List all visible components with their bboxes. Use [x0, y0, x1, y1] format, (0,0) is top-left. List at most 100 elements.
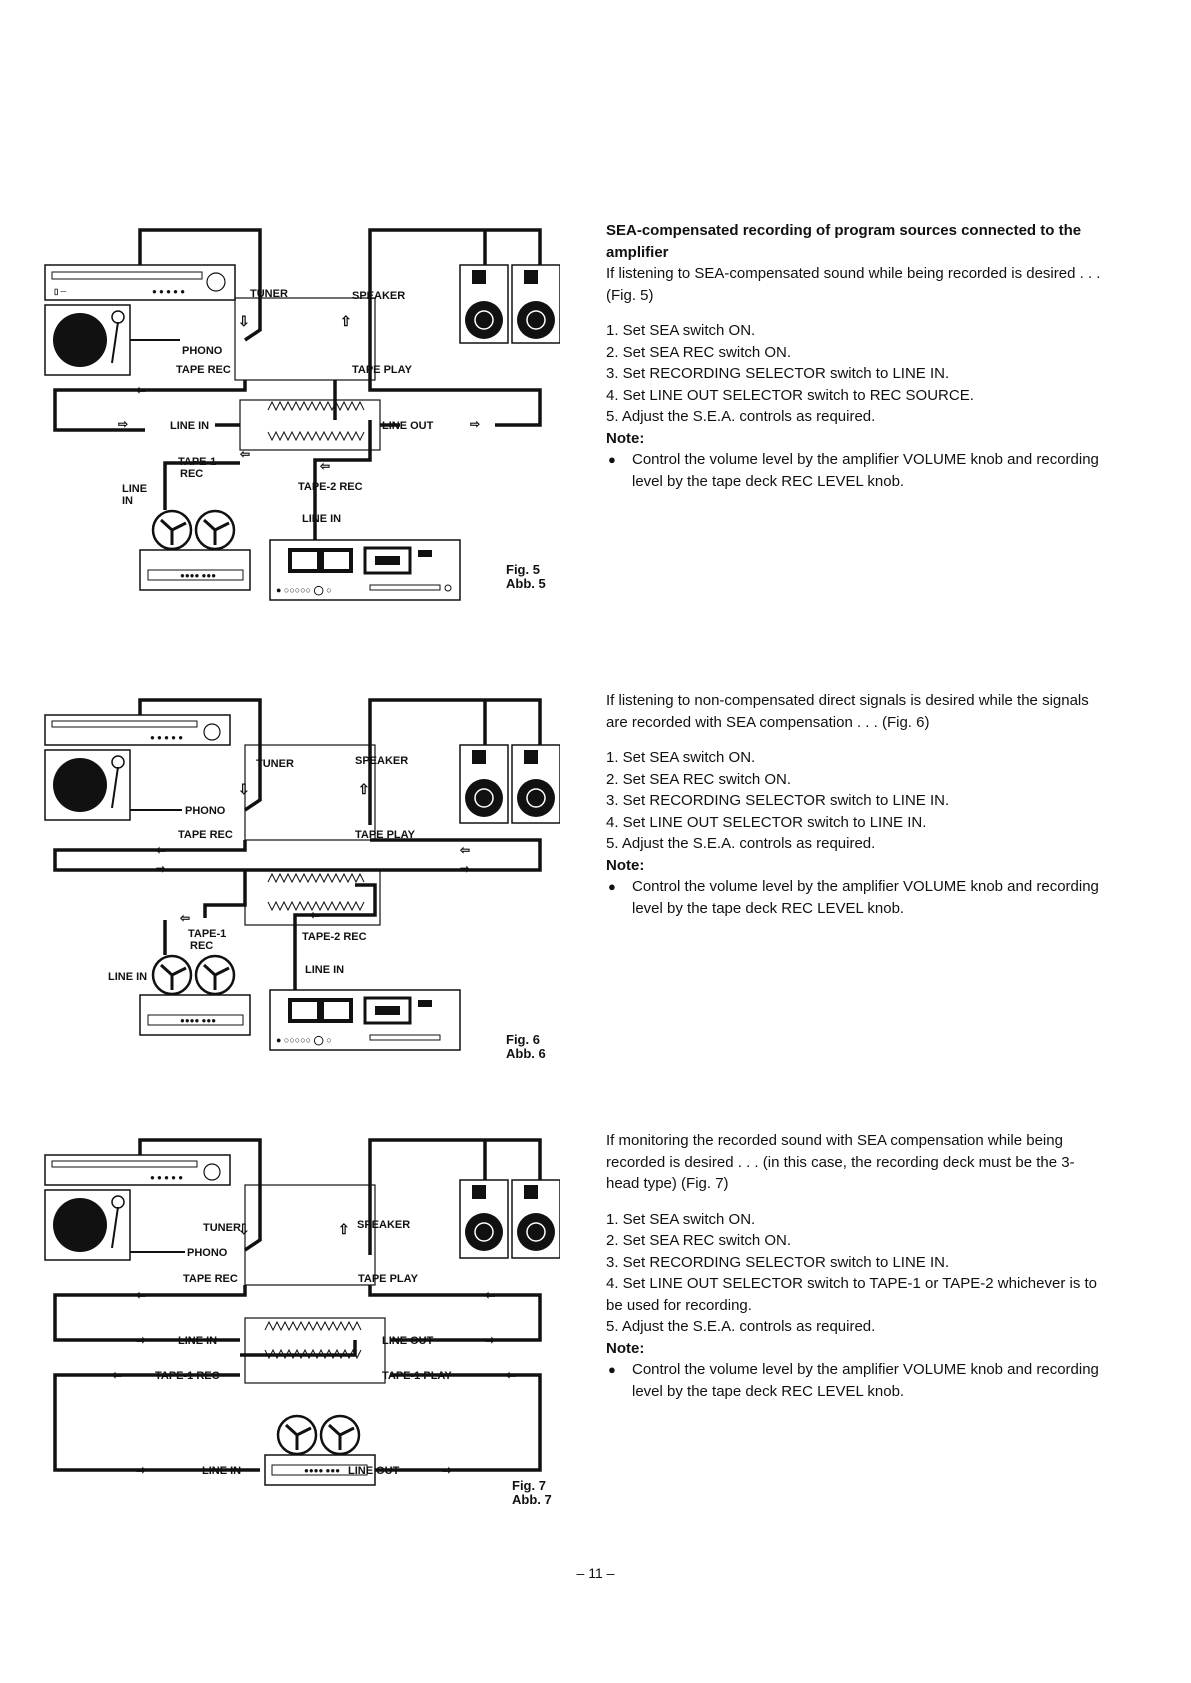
svg-text:⇨: ⇨: [136, 1463, 146, 1477]
figure-6-diagram: ● ● ● ● ● ●●●● ●●● ● ○○○○○ ◯ ○: [40, 690, 560, 1100]
label-tape1-rec-b: REC: [180, 468, 203, 480]
svg-text:● ○○○○○ ◯ ○: ● ○○○○○ ◯ ○: [276, 585, 332, 596]
step-item: 3. Set RECORDING SELECTOR switch to LINE…: [606, 1253, 950, 1271]
label-tape1-rec-a: TAPE-1: [188, 928, 226, 940]
figure-number: Fig. 5: [506, 562, 540, 577]
figure-number: Fig. 6: [506, 1032, 540, 1047]
speaker-left-icon: [459, 1179, 509, 1259]
svg-text:⇩: ⇩: [238, 1221, 250, 1237]
label-deck-line: LINE: [122, 483, 147, 495]
sea-curve-icon: [267, 400, 365, 412]
figure-number-german: Abb. 6: [506, 1046, 546, 1061]
svg-text:⇦: ⇦: [484, 1288, 495, 1302]
svg-text:⇨: ⇨: [442, 1463, 452, 1477]
sea-curve-icon: [267, 430, 365, 442]
label-speaker: SPEAKER: [357, 1219, 410, 1231]
figure-number: Fig. 7: [512, 1478, 546, 1493]
label-line-out: LINE OUT: [382, 420, 434, 432]
step-item: 4. Set LINE OUT SELECTOR switch to TAPE-…: [606, 1275, 1098, 1314]
label-cassette-line-in: LINE IN: [305, 964, 344, 976]
tuner-icon: ● ● ● ● ●: [44, 714, 231, 746]
svg-text:⇦: ⇦: [239, 447, 250, 461]
speaker-right-icon: [511, 744, 560, 824]
note-label: Note:: [606, 856, 645, 874]
sea-curve-icon: [264, 1348, 362, 1360]
svg-text:⇦: ⇦: [111, 1368, 122, 1382]
speaker-right-icon: [511, 264, 560, 344]
svg-text:⇨: ⇨: [136, 1333, 146, 1347]
step-item: 3. Set RECORDING SELECTOR switch to LINE…: [606, 792, 950, 809]
step-item: 5. Adjust the S.E.A. controls as require…: [606, 408, 876, 425]
sea-curve-icon: [267, 900, 365, 912]
step-item: 5. Adjust the S.E.A. controls as require…: [606, 835, 876, 852]
svg-text:● ● ● ● ●: ● ● ● ● ●: [152, 287, 185, 296]
svg-text:⇩: ⇩: [238, 313, 250, 329]
svg-text:⇦: ⇦: [155, 843, 166, 857]
speaker-right-icon: [511, 1179, 560, 1259]
svg-text:⇦: ⇦: [135, 383, 146, 397]
label-tape1-rec: TAPE-1 REC: [155, 1370, 220, 1382]
svg-text:●●●● ●●●: ●●●● ●●●: [180, 571, 216, 580]
sea-curve-icon: [267, 872, 365, 884]
svg-text:⇨: ⇨: [460, 862, 470, 876]
label-tuner: TUNER: [256, 758, 294, 770]
sea-curve-icon: [264, 1320, 362, 1332]
label-line-in: LINE IN: [170, 420, 209, 432]
label-deck-line-out: LINE OUT: [348, 1465, 400, 1477]
label-tape-play: TAPE PLAY: [352, 364, 413, 376]
speaker-left-icon: [459, 744, 509, 824]
svg-text:⇧: ⇧: [358, 781, 370, 797]
section-intro: If listening to non-compensated direct s…: [606, 692, 1089, 731]
steps-list: 1. Set SEA switch ON. 2. Set SEA REC swi…: [606, 1209, 1104, 1338]
steps-list: 1. Set SEA switch ON. 2. Set SEA REC swi…: [606, 320, 1104, 428]
svg-text:● ● ● ● ●: ● ● ● ● ●: [150, 1173, 183, 1182]
label-tape1-rec-a: TAPE-1: [178, 456, 216, 468]
section-fig5-instructions: SEA-compensated recording of program sou…: [606, 220, 1104, 492]
turntable-icon: [44, 749, 131, 821]
section-fig7-instructions: If monitoring the recorded sound with SE…: [606, 1130, 1104, 1402]
figure-number-german: Abb. 5: [506, 576, 546, 591]
label-deck-line-in: LINE IN: [108, 971, 147, 983]
label-line-in: LINE IN: [178, 1335, 217, 1347]
svg-text:⇨: ⇨: [118, 417, 128, 431]
label-tape2-rec: TAPE-2 REC: [302, 931, 367, 943]
svg-text:●●●● ●●●: ●●●● ●●●: [304, 1466, 340, 1475]
step-item: 3. Set RECORDING SELECTOR switch to LINE…: [606, 365, 950, 382]
label-deck-line-in: LINE IN: [202, 1465, 241, 1477]
section-intro: If monitoring the recorded sound with SE…: [606, 1132, 1075, 1192]
step-item: 2. Set SEA REC switch ON.: [606, 1232, 792, 1249]
svg-text:⇨: ⇨: [485, 1333, 495, 1347]
note-text: Control the volume level by the amplifie…: [606, 449, 1104, 492]
step-item: 4. Set LINE OUT SELECTOR switch to LINE …: [606, 813, 927, 831]
turntable-icon: [44, 304, 131, 376]
connection-diagram-fig7: ● ● ● ● ● ●●●● ●●● ⇩ ⇧ ⇦ ⇨ ⇨ ⇦ ⇦ ⇦ ⇨ ⇨ T…: [44, 1138, 560, 1507]
turntable-icon: [44, 1189, 131, 1261]
step-item: 1. Set SEA switch ON.: [606, 1210, 756, 1228]
svg-text:⇨: ⇨: [156, 862, 166, 876]
step-item: 5. Adjust the S.E.A. controls as require…: [606, 1318, 876, 1335]
section-intro: If listening to SEA-compensated sound wh…: [606, 265, 1101, 304]
figure-7-diagram: ● ● ● ● ● ●●●● ●●● ⇩ ⇧ ⇦ ⇨ ⇨ ⇦ ⇦ ⇦ ⇨ ⇨ T…: [40, 1130, 560, 1540]
svg-text:⇨: ⇨: [470, 417, 480, 431]
svg-text:⇦: ⇦: [179, 911, 190, 925]
label-speaker: SPEAKER: [355, 755, 408, 767]
svg-text:⇦: ⇦: [319, 459, 330, 473]
label-tape-rec: TAPE REC: [176, 364, 231, 376]
svg-text:⇦: ⇦: [309, 908, 320, 922]
note-text: Control the volume level by the amplifie…: [606, 876, 1104, 919]
svg-text:⇩: ⇩: [238, 781, 250, 797]
svg-text:●●●● ●●●: ●●●● ●●●: [180, 1016, 216, 1025]
svg-text:● ● ● ● ●: ● ● ● ● ●: [150, 733, 183, 742]
label-tape1-play: TAPE-1 PLAY: [382, 1370, 452, 1382]
cassette-deck-icon: ● ○○○○○ ◯ ○: [269, 989, 461, 1051]
label-tape-rec: TAPE REC: [183, 1273, 238, 1285]
label-line-out: LINE OUT: [382, 1335, 434, 1347]
label-cassette-line-in: LINE IN: [302, 513, 341, 525]
svg-text:⇦: ⇦: [505, 1368, 516, 1382]
section-fig6-instructions: If listening to non-compensated direct s…: [606, 690, 1104, 919]
label-tape1-rec-b: REC: [190, 940, 213, 952]
reel-to-reel-deck-icon: ●●●● ●●●: [264, 1414, 376, 1486]
tuner-icon: ▯ ─ ● ● ● ● ●: [44, 264, 236, 301]
label-deck-in: IN: [122, 495, 133, 507]
svg-text:⇧: ⇧: [340, 313, 352, 329]
